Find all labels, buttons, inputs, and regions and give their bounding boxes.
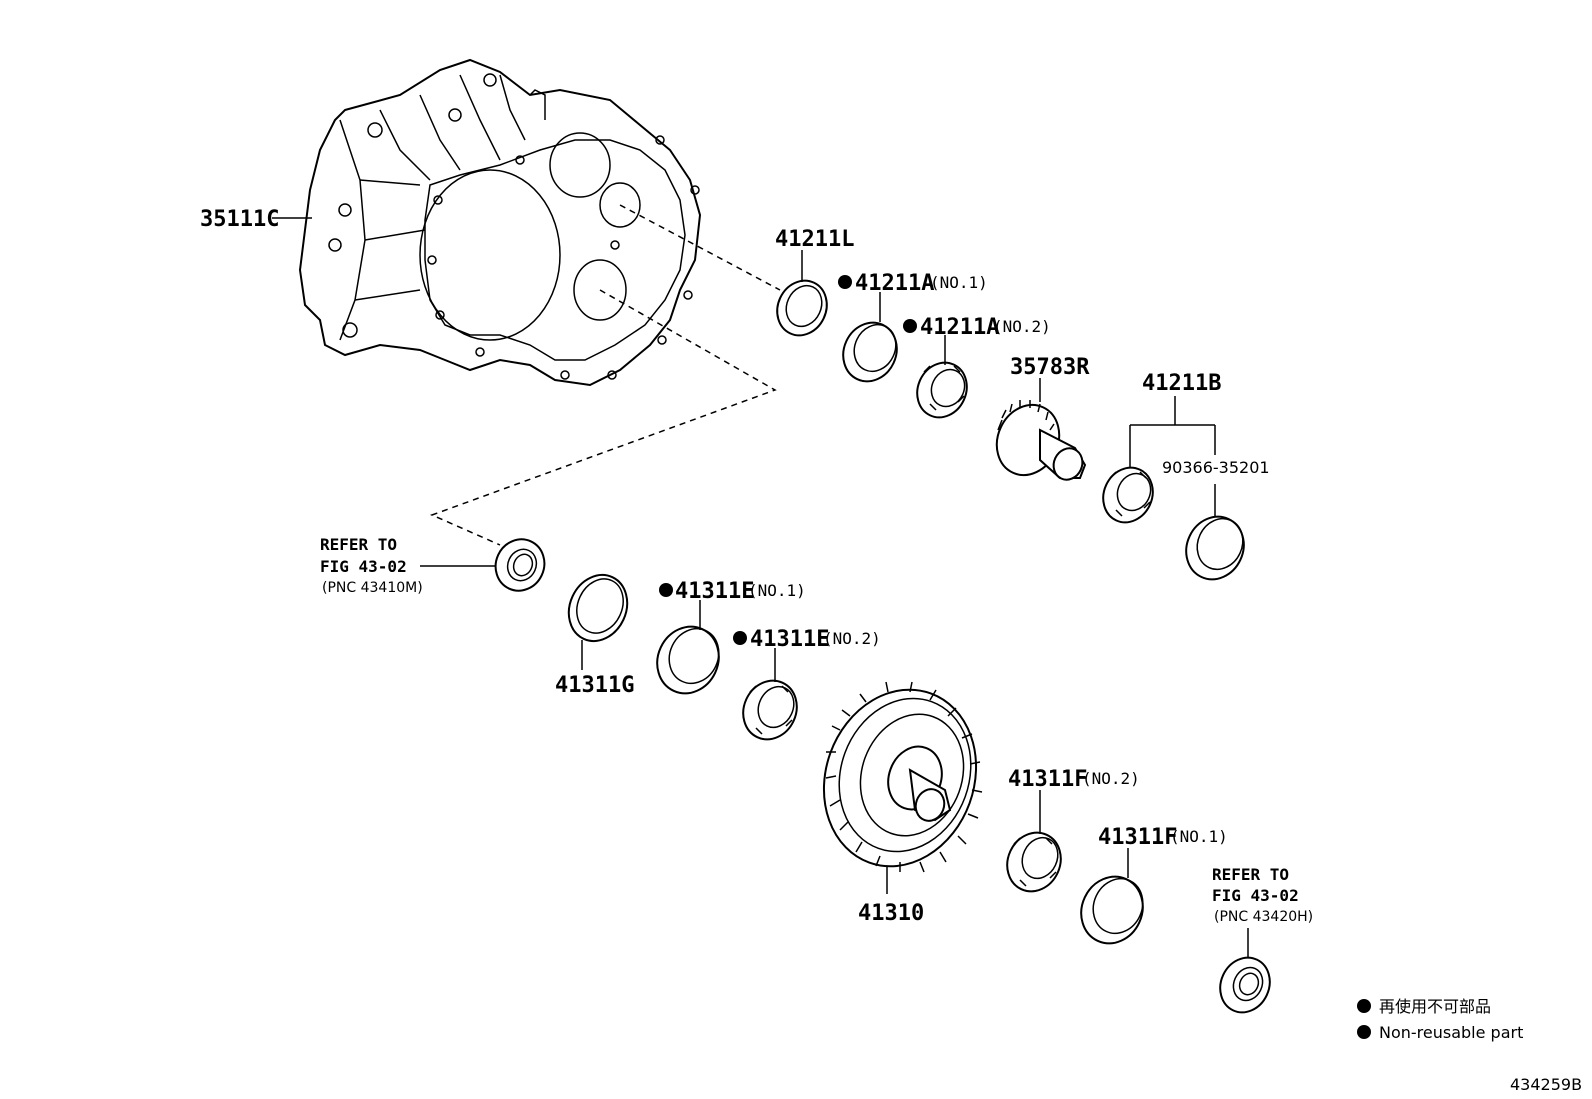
roller-bearing-41311F-no2[interactable] — [998, 824, 1070, 900]
label-41311E-no2: 41311E — [750, 627, 829, 652]
legend-marker-icon — [1357, 999, 1371, 1013]
refer-note-1-line2: FIG 43-02 — [320, 557, 407, 576]
refer-note-1-line3: (PNC 43410M) — [322, 580, 423, 596]
note-41311F-no2: (NO.2) — [1082, 769, 1140, 788]
note-41311F-no1: (NO.1) — [1170, 827, 1228, 846]
roller-bearing-41211A-no2[interactable] — [908, 354, 975, 425]
legend-jp: 再使用不可部品 — [1379, 997, 1491, 1016]
note-41311E-no2: (NO.2) — [823, 629, 881, 648]
ring-gear-41310[interactable] — [800, 668, 1001, 888]
legend-marker-icon — [1357, 1025, 1371, 1039]
figure-code: 434259B — [1510, 1075, 1582, 1094]
non-reusable-marker-icon — [659, 583, 673, 597]
non-reusable-marker-icon — [903, 319, 917, 333]
bearing-race-41211A-no1[interactable] — [834, 314, 906, 390]
transaxle-housing[interactable] — [298, 58, 702, 387]
oil-seal-43420H[interactable] — [1211, 949, 1278, 1020]
label-90366-35201: 90366-35201 — [1162, 458, 1270, 477]
label-41311F-no2: 41311F — [1008, 767, 1087, 792]
bearing-race-90366-35201[interactable] — [1176, 507, 1254, 589]
seal-ring-41211L[interactable] — [768, 272, 835, 343]
note-41211A-no2: (NO.2) — [993, 317, 1051, 336]
label-41311G: 41311G — [555, 673, 634, 698]
label-41211L: 41211L — [775, 227, 854, 252]
label-41311E-no1: 41311E — [675, 579, 754, 604]
label-35783R: 35783R — [1010, 355, 1090, 380]
label-35111C: 35111C — [200, 207, 279, 232]
bearing-race-41311F-no1[interactable] — [1070, 867, 1153, 954]
refer-note-2-line2: FIG 43-02 — [1212, 886, 1299, 905]
oil-seal-43410M[interactable] — [487, 531, 552, 598]
roller-bearing-41211B[interactable] — [1094, 459, 1161, 530]
non-reusable-marker-icon — [838, 275, 852, 289]
label-41310: 41310 — [858, 901, 924, 926]
label-41211A-no1: 41211A — [855, 271, 934, 296]
drive-gear-35783R[interactable] — [986, 395, 1088, 486]
note-41211A-no1: (NO.1) — [930, 273, 988, 292]
refer-note-1-line1: REFER TO — [320, 535, 397, 554]
refer-note-2-line1: REFER TO — [1212, 865, 1289, 884]
label-41311F-no1: 41311F — [1098, 825, 1177, 850]
bearing-race-41311E-no1[interactable] — [646, 617, 729, 704]
refer-note-2-line3: (PNC 43420H) — [1214, 909, 1313, 925]
roller-bearing-41311E-no2[interactable] — [734, 672, 806, 748]
label-41211B: 41211B — [1142, 371, 1221, 396]
non-reusable-marker-icon — [733, 631, 747, 645]
legend-en: Non-reusable part — [1379, 1023, 1523, 1042]
shim-41311G[interactable] — [558, 565, 637, 650]
label-41211A-no2: 41211A — [920, 315, 999, 340]
note-41311E-no1: (NO.1) — [748, 581, 806, 600]
